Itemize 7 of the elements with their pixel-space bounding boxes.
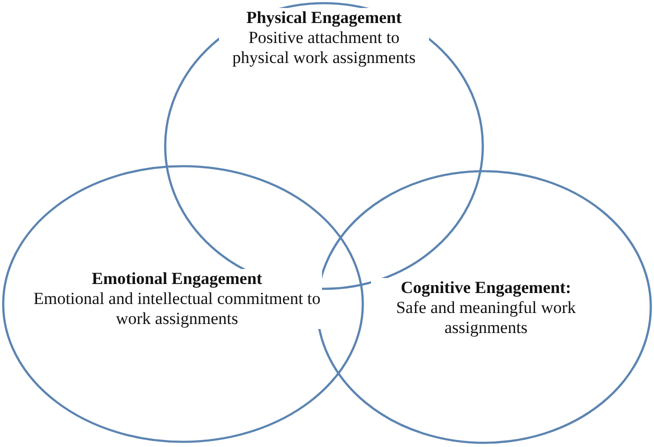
circle-description: Positive attachment to physical work assignments (231, 28, 417, 68)
circle-heading: Physical Engagement (245, 8, 403, 28)
circle-heading: Emotional Engagement (90, 269, 264, 289)
venn-circle (2, 165, 364, 443)
circle-description: Emotional and intellectual commitment to work assignments (32, 289, 322, 329)
circle-description: Safe and meaningful work assignments (395, 298, 577, 338)
circle-heading: Cognitive Engagement: (400, 278, 572, 298)
